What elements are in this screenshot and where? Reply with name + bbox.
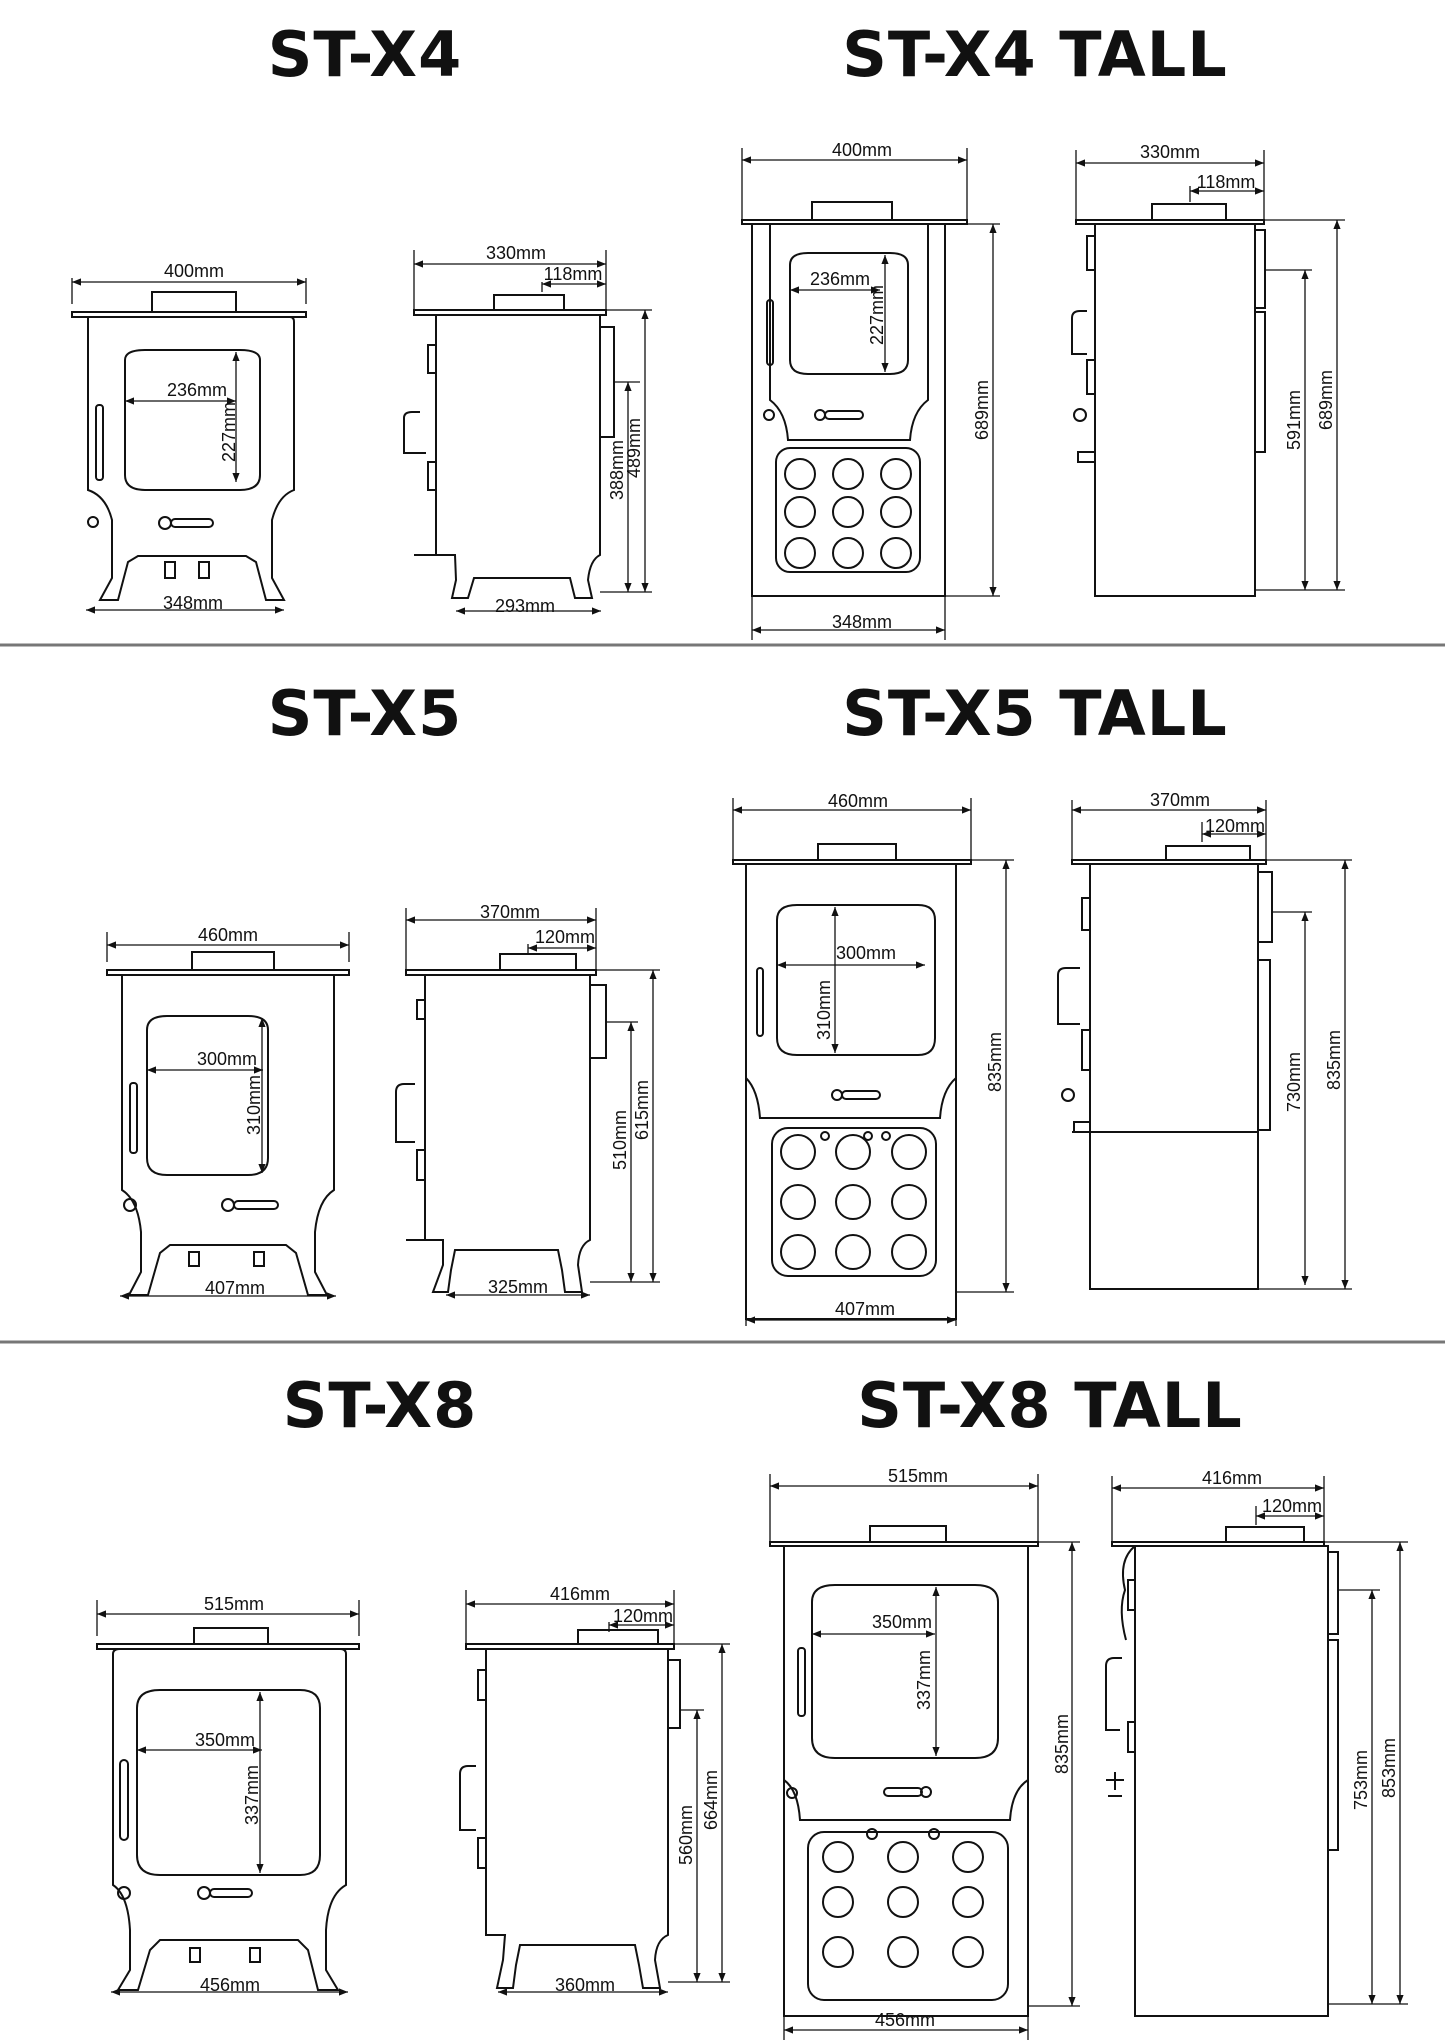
- dim-glass-height: 310mm: [244, 1075, 264, 1135]
- dim-glass-height: 310mm: [814, 980, 834, 1040]
- log-store-holes: [822, 1841, 984, 1968]
- log-store-holes: [780, 1134, 927, 1270]
- st-x5-tall-side-dimensions: 370mm 120mm 730mm 835mm: [1071, 790, 1352, 1290]
- dim-base: 348mm: [163, 593, 223, 613]
- dim-base: 293mm: [495, 596, 555, 616]
- st-x8-tall-front-dimensions: 515mm 350mm 337mm 835mm 456mm: [769, 1466, 1080, 2040]
- st-x4-tall-side-view: [1071, 203, 1266, 597]
- st-x5-tall-front-dimensions: 460mm 300mm 310mm 835mm 407mm: [732, 791, 1014, 1326]
- dim-inlet-height: 510mm: [610, 1110, 630, 1170]
- dim-base: 456mm: [875, 2010, 935, 2030]
- st-x4-tall-front-dimensions: 400mm 236mm 227mm 689mm 348mm: [741, 140, 1000, 640]
- dim-depth: 416mm: [550, 1584, 610, 1604]
- dim-glass-width: 300mm: [197, 1049, 257, 1069]
- st-x4-front-view: [71, 291, 307, 601]
- dim-glass-height: 227mm: [867, 285, 887, 345]
- dim-flue-offset: 120mm: [1205, 816, 1265, 836]
- dim-flue-offset: 120mm: [1262, 1496, 1322, 1516]
- st-x4-front-dimensions: 400mm 236mm 227mm 348mm: [71, 261, 307, 614]
- dim-glass-width: 236mm: [810, 269, 870, 289]
- dim-glass-width: 350mm: [195, 1730, 255, 1750]
- dim-flue-offset: 118mm: [544, 264, 603, 284]
- model-title-st-x8-tall: ST-X8 TALL: [857, 1369, 1243, 1442]
- model-title-st-x5: ST-X5: [268, 677, 462, 750]
- dim-base: 325mm: [488, 1277, 548, 1297]
- st-x5-tall-front-view: [732, 843, 972, 1320]
- dim-width: 515mm: [204, 1594, 264, 1614]
- dim-flue-offset: 120mm: [613, 1606, 673, 1626]
- st-x8-front-view: [96, 1627, 360, 1991]
- dim-depth: 370mm: [480, 902, 540, 922]
- dim-glass-width: 300mm: [836, 943, 896, 963]
- dim-flue-offset: 120mm: [535, 927, 595, 947]
- st-x4-side-dimensions: 330mm 118mm 388mm 489mm 293mm: [413, 243, 652, 616]
- dim-width: 515mm: [888, 1466, 948, 1486]
- dim-glass-height: 337mm: [242, 1765, 262, 1825]
- dim-height: 835mm: [1324, 1030, 1344, 1090]
- dim-height: 664mm: [701, 1770, 721, 1830]
- st-x8-tall-side-view: [1105, 1526, 1339, 2017]
- dim-glass-width: 236mm: [167, 380, 227, 400]
- st-x5-side-view: [395, 953, 607, 1293]
- dim-base: 348mm: [832, 612, 892, 632]
- model-title-st-x5-tall: ST-X5 TALL: [842, 677, 1228, 750]
- model-title-st-x4: ST-X4: [268, 18, 462, 91]
- dim-flue-offset: 118mm: [1197, 172, 1256, 192]
- dim-height: 689mm: [972, 380, 992, 440]
- dim-height: 835mm: [985, 1032, 1005, 1092]
- st-x8-side-dimensions: 416mm 120mm 560mm 664mm 360mm: [465, 1584, 730, 1996]
- dim-base: 407mm: [205, 1278, 265, 1298]
- st-x4-tall-front-view: [741, 201, 968, 597]
- st-x5-front-view: [106, 951, 350, 1296]
- dim-glass-width: 350mm: [872, 1612, 932, 1632]
- dim-base: 407mm: [835, 1299, 895, 1319]
- dim-height: 853mm: [1379, 1738, 1399, 1798]
- st-x8-front-dimensions: 515mm 350mm 337mm 456mm: [96, 1594, 360, 1996]
- log-store-holes: [784, 458, 912, 569]
- dim-depth: 416mm: [1202, 1468, 1262, 1488]
- dim-width: 400mm: [832, 140, 892, 160]
- dim-inlet-height: 560mm: [676, 1805, 696, 1865]
- st-x8-side-view: [459, 1629, 681, 1989]
- st-x4-tall-side-dimensions: 330mm 118mm 591mm 689mm: [1075, 142, 1345, 591]
- st-x5-front-dimensions: 460mm 300mm 310mm 407mm: [106, 925, 350, 1300]
- st-x8-tall-front-view: [769, 1525, 1039, 2017]
- dim-width: 460mm: [198, 925, 258, 945]
- dim-inlet-height: 591mm: [1284, 390, 1304, 450]
- dim-inlet-height: 730mm: [1284, 1052, 1304, 1112]
- dim-height: 615mm: [632, 1080, 652, 1140]
- st-x5-side-dimensions: 370mm 120mm 510mm 615mm 325mm: [405, 902, 660, 1299]
- model-title-st-x4-tall: ST-X4 TALL: [842, 18, 1228, 91]
- st-x8-tall-side-dimensions: 416mm 120mm 753mm 853mm: [1111, 1468, 1408, 2005]
- dim-base: 456mm: [200, 1975, 260, 1995]
- dim-height: 489mm: [624, 418, 644, 478]
- model-title-st-x8: ST-X8: [283, 1369, 477, 1442]
- st-x5-tall-side-view: [1057, 845, 1273, 1290]
- dim-height: 689mm: [1316, 370, 1336, 430]
- dim-depth: 330mm: [486, 243, 546, 263]
- dim-height: 835mm: [1052, 1714, 1072, 1774]
- dim-base: 360mm: [555, 1975, 615, 1995]
- dim-inlet-height: 753mm: [1351, 1750, 1371, 1810]
- dim-glass-height: 227mm: [219, 402, 239, 462]
- dim-inlet-height: 388mm: [607, 440, 627, 500]
- dim-depth: 330mm: [1140, 142, 1200, 162]
- dim-glass-height: 337mm: [914, 1650, 934, 1710]
- dim-depth: 370mm: [1150, 790, 1210, 810]
- st-x4-side-view: [403, 294, 615, 599]
- dim-width: 400mm: [164, 261, 224, 281]
- dim-width: 460mm: [828, 791, 888, 811]
